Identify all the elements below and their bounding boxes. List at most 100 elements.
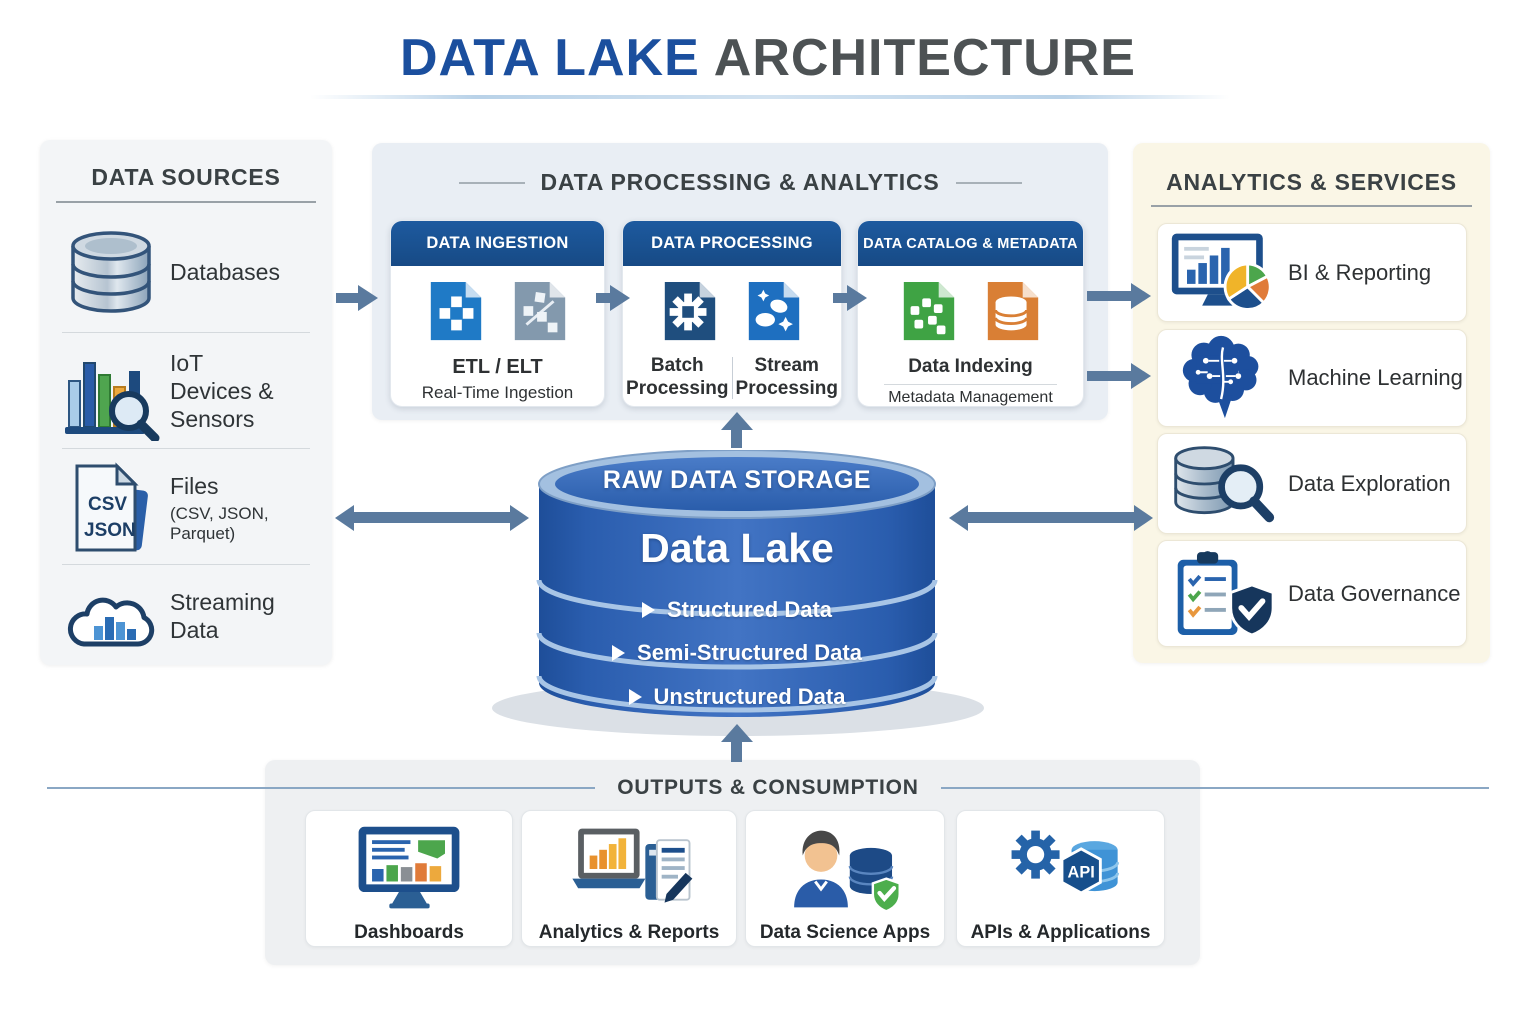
- api-badge: API: [1067, 864, 1094, 882]
- divider: [56, 201, 316, 203]
- datalake-cylinder: [536, 450, 938, 717]
- source-item-files: CSV JSON Files (CSV, JSON, Parquet): [52, 458, 324, 558]
- output-item-label: Dashboards: [354, 922, 464, 943]
- card-data-processing: DATA PROCESSING: [622, 220, 842, 407]
- data-sources-heading: DATA SOURCES: [91, 164, 281, 190]
- datalake-layer-label: Semi-Structured Data: [637, 640, 862, 665]
- etl-document-icon: [425, 280, 487, 347]
- source-item-databases: Databases: [52, 222, 324, 322]
- data-science-icon: [782, 821, 908, 922]
- arrow-catalog-to-bi-reporting: [1087, 291, 1132, 301]
- dashboards-icon: [348, 821, 470, 922]
- service-item-label: Machine Learning: [1288, 365, 1463, 390]
- stream-dots-document-icon: [743, 280, 805, 347]
- divider: [884, 384, 1057, 385]
- output-item-apis: API APIs & Applications: [956, 810, 1165, 947]
- output-item-label: Analytics & Reports: [538, 922, 720, 943]
- iot-sensors-icon: [52, 341, 170, 441]
- source-item-label: Databases: [170, 258, 280, 285]
- card-header: DATA PROCESSING: [623, 221, 841, 266]
- source-item-iot: IoT Devices & Sensors: [52, 341, 324, 441]
- batch-gear-document-icon: [659, 280, 721, 347]
- card-line-2: Real-Time Ingestion: [421, 383, 574, 402]
- arrow-sources-datalake-bidirectional: [353, 512, 511, 523]
- card-line-1: ETL / ELT: [452, 356, 543, 378]
- card-column-batch: Batch Processing: [626, 355, 729, 399]
- output-item-data-science: Data Science Apps: [745, 810, 945, 947]
- datalake-layer-label: Unstructured Data: [653, 684, 846, 709]
- card-line-1: Data Indexing: [908, 356, 1033, 377]
- datalake-layer-structured: Structured Data: [537, 597, 937, 623]
- output-item-analytics-reports: Analytics & Reports: [521, 810, 737, 947]
- triangle-bullet-icon: [641, 602, 655, 618]
- triangle-bullet-icon: [628, 689, 642, 705]
- source-item-label: IoT Devices & Sensors: [170, 349, 274, 433]
- arrow-datalake-services-bidirectional: [967, 512, 1135, 523]
- arrow-processing-to-catalog: [833, 293, 848, 303]
- service-item-data-exploration: Data Exploration: [1157, 433, 1467, 534]
- arrow-datalake-to-processing: [731, 429, 742, 448]
- streaming-cloud-icon: [52, 578, 170, 654]
- triangle-bullet-icon: [612, 645, 626, 661]
- card-icons: [858, 280, 1083, 347]
- processing-heading-row: DATA PROCESSING & ANALYTICS: [372, 169, 1108, 196]
- source-item-label: Streaming Data: [170, 588, 275, 643]
- data-governance-icon: [1158, 548, 1288, 640]
- source-item-label: Files: [170, 473, 219, 500]
- analytics-services-heading: ANALYTICS & SERVICES: [1166, 169, 1457, 195]
- files-icon-text-1: CSV: [88, 494, 127, 515]
- card-icons: [391, 280, 604, 347]
- card-column-stream: Stream Processing: [735, 355, 838, 399]
- service-item-label: BI & Reporting: [1288, 259, 1432, 285]
- output-item-label: APIs & Applications: [970, 922, 1151, 943]
- indexing-document-icon: [898, 280, 960, 347]
- machine-learning-icon: [1158, 334, 1288, 422]
- card-header: DATA CATALOG & METADATA: [858, 221, 1083, 266]
- outputs-heading: OUTPUTS & CONSUMPTION: [617, 776, 919, 799]
- realtime-document-icon: [509, 280, 571, 347]
- files-icon: CSV JSON: [52, 460, 170, 556]
- divider: [62, 564, 310, 565]
- analytics-reports-icon: [564, 821, 695, 922]
- title-underline: [310, 95, 1230, 99]
- card-data-ingestion: DATA INGESTION ETL / ELT: [390, 220, 605, 407]
- service-item-data-governance: Data Governance: [1157, 540, 1467, 647]
- service-item-label: Data Exploration: [1288, 470, 1451, 496]
- database-icon: [52, 226, 170, 318]
- source-item-streaming: Streaming Data: [52, 574, 324, 658]
- arrow-catalog-to-machine-learning: [1087, 371, 1132, 381]
- divider: [62, 332, 310, 333]
- card-icons: [623, 280, 841, 347]
- service-item-bi-reporting: BI & Reporting: [1157, 223, 1467, 322]
- datalake-header: RAW DATA STORAGE: [602, 466, 872, 494]
- source-item-sublabel: (CSV, JSON, Parquet): [170, 503, 269, 543]
- card-header: DATA INGESTION: [391, 221, 604, 266]
- arrow-outputs-to-datalake: [731, 741, 742, 762]
- divider: [731, 357, 733, 399]
- api-applications-icon: API: [998, 821, 1124, 922]
- card-columns: Batch Processing Stream Processing: [623, 355, 841, 401]
- outputs-heading-row: OUTPUTS & CONSUMPTION: [25, 776, 1511, 800]
- metadata-database-document-icon: [982, 280, 1044, 347]
- arrow-sources-to-ingestion: [336, 293, 359, 303]
- files-icon-text-2: JSON: [84, 520, 136, 541]
- arrow-ingestion-to-processing: [596, 293, 611, 303]
- divider: [1151, 205, 1472, 207]
- datalake-layer-label: Structured Data: [666, 597, 833, 622]
- service-item-machine-learning: Machine Learning: [1157, 329, 1467, 427]
- service-item-label: Data Governance: [1288, 580, 1461, 606]
- bi-reporting-icon: [1158, 228, 1288, 318]
- page-title-primary: DATA LAKE: [400, 29, 700, 87]
- output-item-label: Data Science Apps: [759, 922, 931, 943]
- source-item-files-text: Files (CSV, JSON, Parquet): [170, 472, 324, 543]
- card-data-catalog: DATA CATALOG & METADATA Dat: [857, 220, 1084, 407]
- data-sources-panel: DATA SOURCES Databases: [40, 140, 332, 665]
- card-line-2: Metadata Management: [888, 389, 1053, 406]
- output-item-dashboards: Dashboards: [305, 810, 513, 947]
- datalake-title: Data Lake: [640, 525, 834, 571]
- datalake-layer-semi-structured: Semi-Structured Data: [537, 640, 937, 666]
- data-exploration-icon: [1158, 441, 1288, 527]
- page-title-secondary: ARCHITECTURE: [713, 29, 1136, 87]
- datalake-layer-unstructured: Unstructured Data: [537, 684, 937, 710]
